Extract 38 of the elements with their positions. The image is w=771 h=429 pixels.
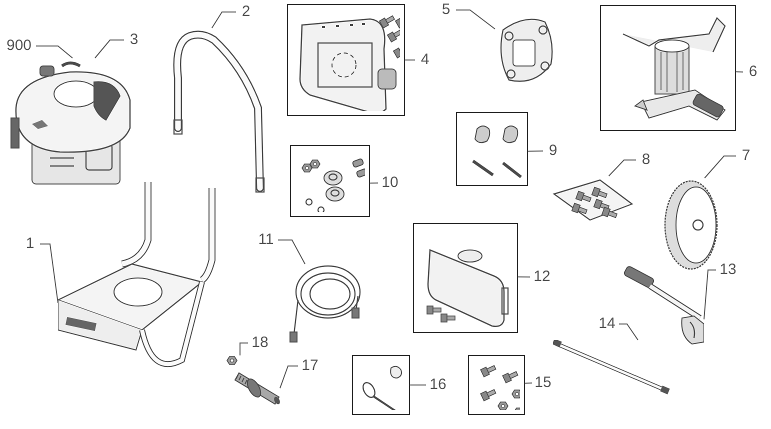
leader-line	[528, 150, 544, 152]
callout-number: 16	[428, 377, 448, 393]
leader-line	[456, 10, 496, 30]
leader-line	[36, 46, 73, 58]
callout-number: 9	[548, 143, 558, 159]
callout-number: 11	[257, 232, 275, 248]
callout-number: 10	[380, 175, 400, 191]
leader-line	[278, 240, 306, 264]
leader-line	[618, 324, 638, 340]
leader-line	[736, 71, 744, 72]
leader-line	[704, 270, 716, 320]
leader-line	[240, 342, 248, 356]
callout-number: 18	[250, 335, 270, 351]
leader-line	[40, 244, 58, 304]
leader-line	[280, 366, 298, 389]
leader-line	[704, 156, 736, 178]
leader-line	[518, 276, 530, 278]
callout-number: 5	[440, 2, 452, 18]
callout-number: 17	[300, 358, 320, 374]
callout-number: 4	[420, 52, 430, 68]
leader-line	[524, 382, 532, 384]
callout-number: 12	[532, 269, 552, 285]
callout-number: 13	[718, 262, 738, 278]
callout-number: 8	[640, 152, 652, 168]
callout-number: 1	[24, 236, 36, 252]
callout-number: 900	[5, 38, 33, 54]
spray-wand-drawing	[553, 340, 671, 395]
leader-line	[94, 40, 124, 58]
callout-number: 7	[740, 148, 752, 164]
callout-number: 14	[598, 316, 616, 332]
callout-number: 6	[748, 64, 758, 80]
callout-number: 2	[240, 4, 252, 20]
leader-line	[370, 182, 378, 184]
callout-number: 15	[534, 375, 552, 391]
leader-line	[608, 160, 636, 176]
leader-line	[410, 384, 426, 386]
callout-number: 3	[128, 32, 140, 48]
leader-line	[211, 12, 236, 28]
